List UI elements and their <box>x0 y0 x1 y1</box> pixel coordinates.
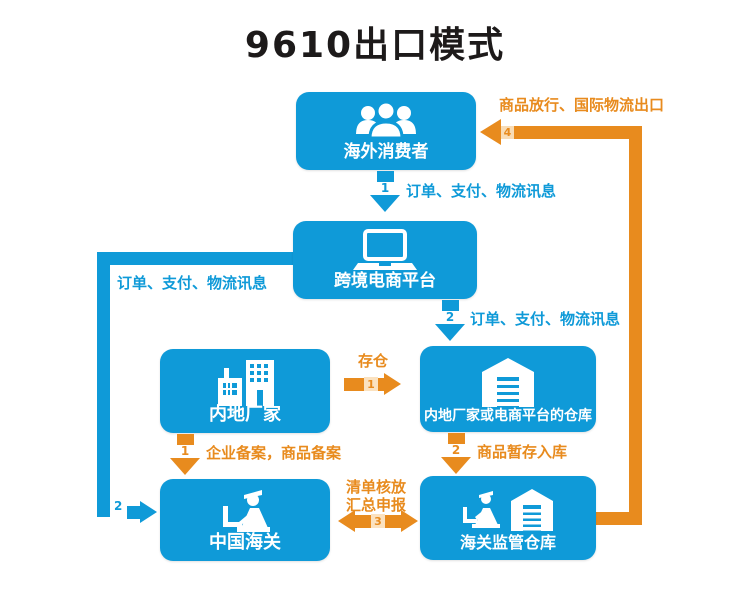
arrow-stem <box>441 300 459 311</box>
label-consumer-to-platform: 订单、支付、物流讯息 <box>406 182 557 200</box>
arrow-body <box>355 514 371 528</box>
node-customs-warehouse: 海关监管仓库 <box>420 476 596 560</box>
arrowhead-down-icon <box>435 324 465 341</box>
customs-officer-icon <box>213 479 277 534</box>
node-china-customs: 中国海关 <box>160 479 330 561</box>
arrow-into-customs <box>127 501 157 523</box>
node-label: 跨境电商平台 <box>334 271 436 291</box>
label-platform-to-customs: 订单、支付、物流讯息 <box>117 274 268 292</box>
arrow-body <box>127 505 140 519</box>
step-number-left-path: 2 <box>114 499 123 513</box>
node-label: 内地厂家 <box>209 404 281 425</box>
step-number: 3 <box>371 514 385 528</box>
label-factory-to-warehouse: 存仓 <box>357 352 388 370</box>
label-release-export: 商品放行、国际物流出口 <box>499 96 665 114</box>
arrow-stem <box>447 433 465 444</box>
label-customs-declaration: 清单核放 汇总申报 <box>339 478 413 514</box>
label-line-1: 清单核放 <box>345 478 406 496</box>
page-title: 9610出口模式 <box>244 25 506 66</box>
node-label: 内地厂家或电商平台的仓库 <box>424 408 592 424</box>
arrowhead-right-icon <box>140 501 157 523</box>
step-number: 1 <box>380 181 390 195</box>
arrow-consumer-to-platform: 1 <box>369 171 401 212</box>
arrow-customs-declaration: 3 <box>338 510 418 532</box>
arrowhead-left-icon <box>338 510 355 532</box>
label-warehouse-to-customs-warehouse: 商品暂存入库 <box>477 443 568 461</box>
label-factory-to-customs: 企业备案，商品备案 <box>206 444 342 462</box>
node-label: 中国海关 <box>209 532 281 553</box>
step-number: 2 <box>451 443 461 457</box>
customs-warehouse-icon <box>461 476 555 535</box>
arrow-body <box>385 514 401 528</box>
laptop-icon <box>349 221 421 273</box>
arrowhead-down-icon <box>441 457 471 474</box>
step-number: 2 <box>445 310 455 324</box>
arrow-platform-to-warehouse: 2 <box>434 300 466 341</box>
arrow-factory-to-warehouse: 1 <box>344 373 401 395</box>
connector-release-top <box>500 126 642 139</box>
arrow-body <box>378 377 384 391</box>
arrow-stem <box>376 171 394 182</box>
node-ecommerce-platform: 跨境电商平台 <box>293 221 477 299</box>
step-number-release: 4 <box>501 126 514 139</box>
step-number: 1 <box>364 377 378 391</box>
arrowhead-left-icon <box>480 119 501 145</box>
arrowhead-right-icon <box>401 510 418 532</box>
node-platform-warehouse: 内地厂家或电商平台的仓库 <box>420 346 596 432</box>
label-platform-to-warehouse: 订单、支付、物流讯息 <box>470 310 621 328</box>
arrowhead-down-icon <box>370 195 400 212</box>
arrow-body <box>344 377 364 391</box>
arrowhead-right-icon <box>384 373 401 395</box>
arrow-factory-to-customs: 1 <box>169 434 201 475</box>
connector-platform-customs-vertical <box>97 252 110 517</box>
connector-release-vertical <box>629 126 642 525</box>
factory-icon <box>214 349 276 406</box>
arrowhead-down-icon <box>170 458 200 475</box>
connector-platform-customs-horizontal <box>97 252 293 265</box>
arrow-warehouse-to-customs-warehouse: 2 <box>440 433 472 474</box>
node-label: 海外消费者 <box>343 142 429 162</box>
node-label: 海关监管仓库 <box>459 533 556 552</box>
node-mainland-factory: 内地厂家 <box>160 349 330 433</box>
warehouse-icon <box>480 346 536 409</box>
people-icon <box>353 92 419 144</box>
label-line-2: 汇总申报 <box>345 496 406 514</box>
arrow-stem <box>176 434 194 445</box>
step-number: 1 <box>180 444 190 458</box>
node-overseas-consumer: 海外消费者 <box>296 92 476 170</box>
